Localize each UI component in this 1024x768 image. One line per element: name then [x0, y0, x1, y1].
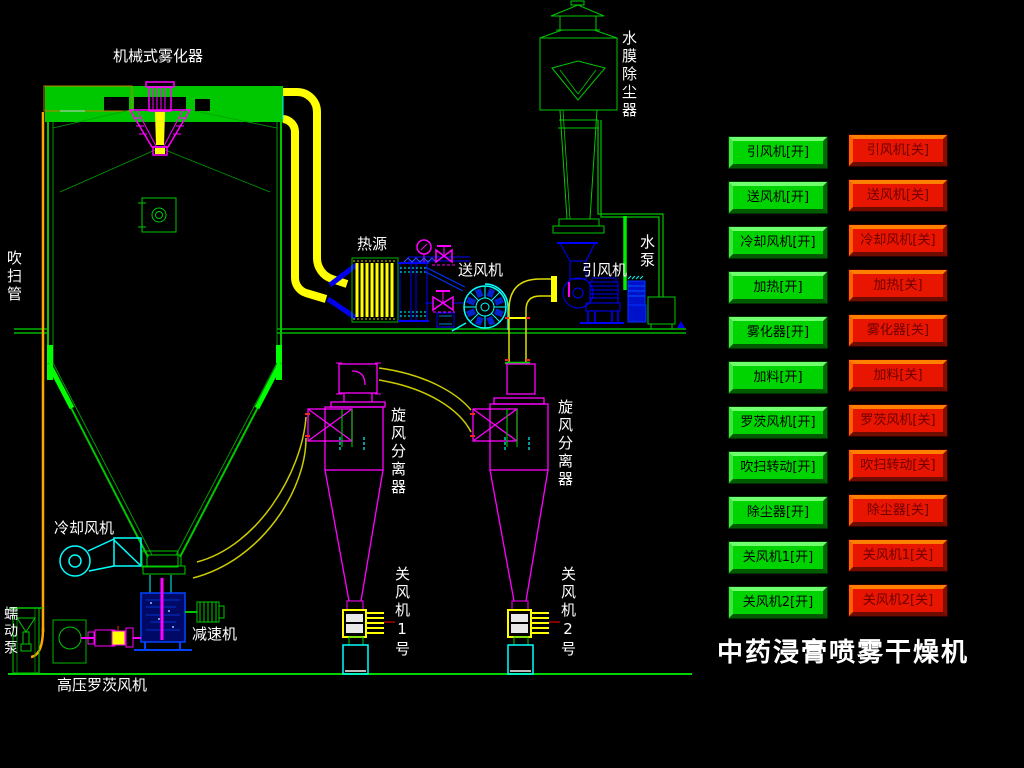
close-button-7[interactable]: 罗茨风机[关] — [848, 404, 948, 437]
heater — [351, 257, 399, 323]
rotary-valve-1 — [342, 600, 395, 675]
label-purge-pipe: 吹扫管 — [5, 250, 23, 304]
purge-pipe — [30, 112, 45, 659]
gauge-and-valves — [403, 239, 470, 328]
feed-tank — [9, 607, 43, 674]
reducer-motor — [185, 601, 225, 623]
open-button-5[interactable]: 雾化器[开] — [728, 316, 828, 349]
label-heat-source: 热源 — [357, 235, 388, 253]
open-button-11[interactable]: 关风机2[开] — [728, 586, 828, 619]
close-button-5[interactable]: 雾化器[关] — [848, 314, 948, 347]
induced-draft-fan — [557, 242, 624, 324]
close-button-10[interactable]: 关风机1[关] — [848, 539, 948, 572]
heat-exchanger — [398, 262, 429, 322]
label-cyclone-1: 旋风分离器 — [389, 407, 407, 497]
close-button-8[interactable]: 吹扫转动[关] — [848, 449, 948, 482]
cyclone-separator-2 — [470, 363, 549, 602]
roof-duct — [282, 88, 358, 321]
label-rotary-valve-1: 关风机1号 — [393, 566, 411, 659]
close-button-11[interactable]: 关风机2[关] — [848, 584, 948, 617]
close-button-6[interactable]: 加料[关] — [848, 359, 948, 392]
open-button-3[interactable]: 冷却风机[开] — [728, 226, 828, 259]
open-button-6[interactable]: 加料[开] — [728, 361, 828, 394]
label-supply-fan: 送风机 — [458, 261, 504, 279]
open-button-1[interactable]: 引风机[开] — [728, 136, 828, 169]
open-button-8[interactable]: 吹扫转动[开] — [728, 451, 828, 484]
close-button-3[interactable]: 冷却风机[关] — [848, 224, 948, 257]
ground-lines — [8, 328, 692, 675]
water-pump-and-tank — [627, 275, 685, 329]
label-cooling-fan: 冷却风机 — [54, 519, 115, 537]
label-peristaltic-pump: 蠕动泵 — [2, 606, 18, 657]
drying-chamber — [43, 85, 283, 575]
open-button-9[interactable]: 除尘器[开] — [728, 496, 828, 529]
roots-blower — [134, 578, 192, 651]
close-button-1[interactable]: 引风机[关] — [848, 134, 948, 167]
induced-fan-duct — [505, 276, 557, 365]
close-button-2[interactable]: 送风机[关] — [848, 179, 948, 212]
close-button-4[interactable]: 加热[关] — [848, 269, 948, 302]
atomizer — [128, 81, 192, 156]
open-button-4[interactable]: 加热[开] — [728, 271, 828, 304]
label-atomizer: 机械式雾化器 — [113, 47, 204, 65]
open-button-7[interactable]: 罗茨风机[开] — [728, 406, 828, 439]
label-dust-collector: 水膜除尘器 — [620, 30, 638, 120]
open-button-2[interactable]: 送风机[开] — [728, 181, 828, 214]
label-cyclone-2: 旋风分离器 — [556, 399, 574, 489]
label-reducer: 减速机 — [192, 625, 238, 643]
blower-inlet — [141, 550, 179, 593]
transfer-pipes — [192, 367, 472, 579]
rotary-valve-2 — [507, 600, 560, 675]
supply-fan — [423, 266, 509, 332]
label-water-pump: 水泵 — [638, 234, 656, 270]
dust-collector — [539, 0, 664, 297]
cooling-fan — [59, 537, 142, 577]
cyclone-separator-1 — [305, 362, 386, 602]
pump-train — [52, 619, 141, 664]
main-title: 中药浸膏喷雾干燥机 — [717, 638, 970, 668]
label-rotary-valve-2: 关风机2号 — [559, 566, 577, 659]
label-induced-fan: 引风机 — [582, 261, 628, 279]
label-roots-blower: 高压罗茨风机 — [57, 676, 148, 694]
open-button-10[interactable]: 关风机1[开] — [728, 541, 828, 574]
close-button-9[interactable]: 除尘器[关] — [848, 494, 948, 527]
